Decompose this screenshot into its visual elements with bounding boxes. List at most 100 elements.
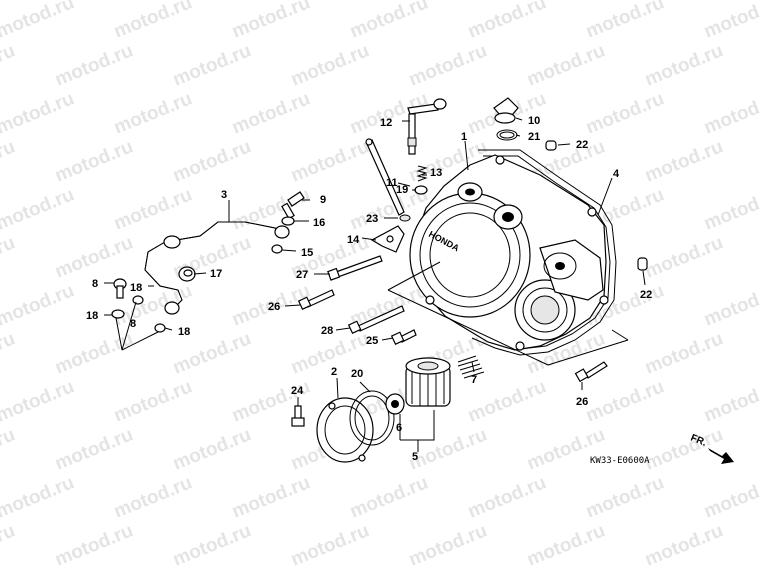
filler-cap-group [493, 97, 648, 271]
bolt-reference-box [387, 261, 629, 366]
watermark-text: motod.ru [52, 40, 136, 90]
callout-18-c: 18 [178, 326, 190, 338]
watermark-text: motod.ru [347, 0, 431, 43]
callout-28: 28 [321, 325, 333, 337]
callout-numbers: 1 2 3 4 5 6 7 8 8 9 10 11 12 13 14 15 16… [86, 115, 652, 463]
callout-1: 1 [461, 131, 467, 143]
watermark-text: motod.ru [111, 376, 195, 426]
watermark-text: motod.ru [52, 328, 136, 378]
callout-24: 24 [291, 385, 304, 397]
cover-bolts [297, 255, 608, 383]
callout-20: 20 [351, 368, 363, 380]
callout-23: 23 [366, 213, 378, 225]
callout-16: 16 [313, 217, 325, 229]
watermark-text: motod.ru [0, 520, 18, 570]
callout-13: 13 [430, 167, 442, 179]
watermark-text: motod.ru [642, 424, 726, 474]
watermark-text: motod.ru [170, 40, 254, 90]
watermark-text: motod.ru [583, 0, 667, 43]
watermark-text: motod.ru [524, 520, 608, 570]
crankcase-cover: HONDA [409, 149, 617, 356]
watermark-text: motod.ru [229, 472, 313, 522]
watermark-text: motod.ru [406, 424, 490, 474]
watermark-text: motod.ru [52, 136, 136, 186]
watermark-text: motod.ru [0, 472, 77, 522]
callout-8-b: 8 [130, 318, 136, 330]
watermark-text: motod.ru [701, 88, 761, 138]
watermark-text: motod.ru [642, 40, 726, 90]
watermark-text: motod.ru [701, 184, 761, 234]
watermark-text: motod.ru [0, 280, 77, 330]
watermark-text: motod.ru [111, 184, 195, 234]
watermark-text: motod.ru [0, 184, 77, 234]
callout-25: 25 [366, 335, 378, 347]
callout-6: 6 [396, 422, 402, 434]
callout-4: 4 [613, 168, 620, 180]
callout-19: 19 [396, 184, 408, 196]
watermark-text: motod.ru [583, 472, 667, 522]
watermark-text: motod.ru [52, 232, 136, 282]
callout-3: 3 [221, 189, 227, 201]
watermark-text: motod.ru [347, 472, 431, 522]
watermark-text: motod.ru [111, 88, 195, 138]
watermark-text: motod.ru [170, 136, 254, 186]
callout-18-a: 18 [130, 282, 142, 294]
callout-15: 15 [301, 247, 313, 259]
watermark-text: motod.ru [52, 424, 136, 474]
callout-22-b: 22 [640, 289, 652, 301]
watermark-text: motod.ru [0, 328, 18, 378]
watermark-text: motod.ru [465, 0, 549, 43]
watermark-text: motod.ru [0, 0, 77, 43]
watermark-text: motod.ru [701, 280, 761, 330]
watermark-text: motod.ru [583, 376, 667, 426]
watermark-text: motod.ru [701, 376, 761, 426]
watermark-text: motod.ru [583, 88, 667, 138]
watermark-text: motod.ru [642, 136, 726, 186]
watermark-text: motod.ru [465, 472, 549, 522]
diagram-code: KW33-E0600A [590, 456, 650, 466]
watermark-text: motod.ru [524, 40, 608, 90]
watermark-text: motod.ru [406, 520, 490, 570]
watermark-text: motod.ru [701, 0, 761, 43]
watermark-text: motod.ru [229, 0, 313, 43]
watermark-text: motod.ru [0, 424, 18, 474]
callout-17: 17 [210, 268, 222, 280]
watermark-text: motod.ru [0, 232, 18, 282]
watermark-text: motod.ru [111, 0, 195, 43]
oil-pipe [111, 191, 305, 333]
callout-7: 7 [471, 374, 477, 386]
bolt-24 [291, 405, 305, 427]
watermark-text: motod.ru [0, 88, 77, 138]
watermark-text: motod.ru [288, 40, 372, 90]
watermark-text: motod.ru [701, 472, 761, 522]
watermark-text: motod.ru [0, 40, 18, 90]
callout-21: 21 [528, 131, 540, 143]
callout-9: 9 [320, 194, 326, 206]
callout-26-b: 26 [576, 396, 588, 408]
watermark-text: motod.ru [288, 520, 372, 570]
watermark-text: motod.ru [642, 232, 726, 282]
watermark-text: motod.ru [465, 376, 549, 426]
callout-5: 5 [412, 451, 418, 463]
watermark-text: motod.ru [170, 424, 254, 474]
watermark-text: motod.ru [170, 520, 254, 570]
front-direction-arrow-icon [708, 448, 734, 464]
watermark-text: motod.ru [642, 328, 726, 378]
oil-filter-group [316, 355, 485, 463]
watermark-text: motod.ru [406, 40, 490, 90]
callout-8-a: 8 [92, 278, 98, 290]
watermark-text: motod.ru [347, 88, 431, 138]
watermark-text: motod.ru [288, 136, 372, 186]
watermark-text: motod.ru [229, 88, 313, 138]
dipstick-assembly [365, 98, 447, 253]
callout-2: 2 [331, 366, 337, 378]
callout-26-a: 26 [268, 301, 280, 313]
watermark-text: motod.ru [0, 136, 18, 186]
callout-12: 12 [380, 117, 392, 129]
callout-10: 10 [528, 115, 540, 127]
watermark-text: motod.ru [524, 424, 608, 474]
watermark-text: motod.ru [642, 520, 726, 570]
callout-18-b: 18 [86, 310, 98, 322]
